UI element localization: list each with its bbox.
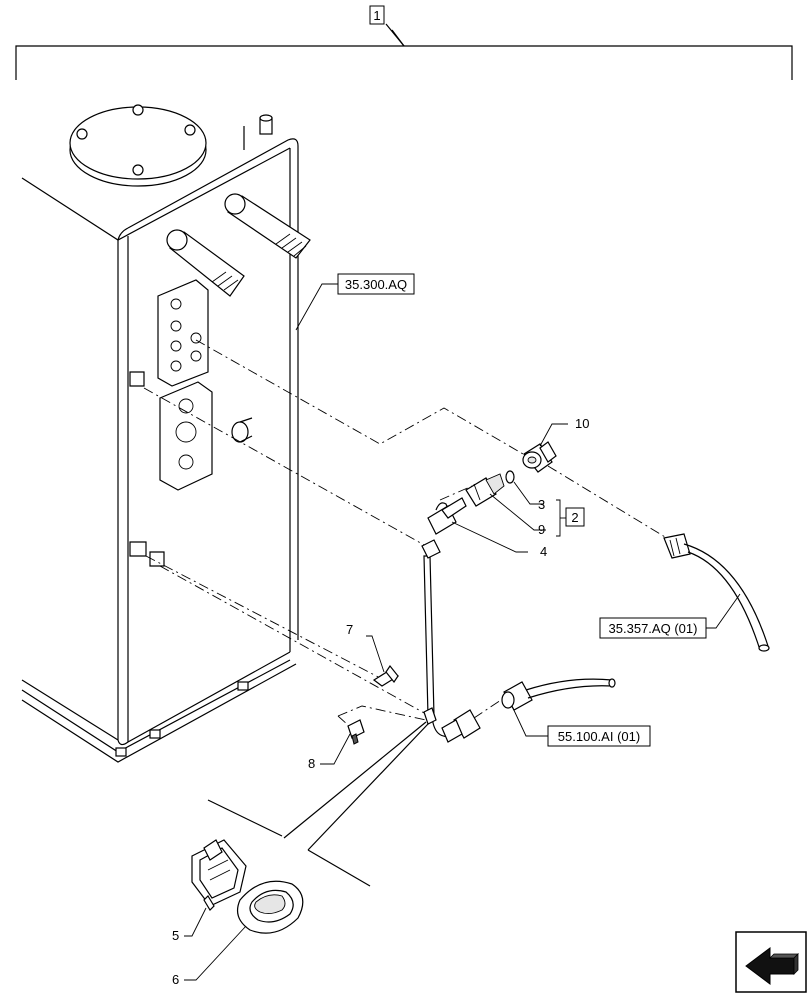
mounting-screw [347, 719, 365, 745]
callout-leaders [184, 283, 741, 981]
pressure-switch [465, 473, 505, 507]
assembly-label-box[interactable]: 1 [369, 5, 385, 25]
callout-4: 4 [540, 544, 547, 559]
assembly-bracket [15, 23, 793, 80]
mounting-bracket [372, 664, 400, 687]
o-ring [505, 470, 515, 484]
wiring-harness [421, 497, 481, 743]
hose-end [663, 533, 770, 652]
callout-5: 5 [172, 928, 179, 943]
detail-leaders [207, 721, 429, 887]
ref-connector-text: 55.100.AI (01) [558, 729, 640, 744]
callout-6: 6 [172, 972, 179, 987]
callout-7: 7 [346, 622, 353, 637]
valve-block-lower [159, 381, 213, 491]
ref-tank-link[interactable]: 35.300.AQ [337, 273, 415, 295]
tee-fitting [522, 441, 557, 473]
nav-arrow-icon[interactable] [735, 931, 807, 993]
hydraulic-tank [21, 104, 311, 763]
assembly-label: 1 [373, 8, 380, 23]
side-port [231, 417, 253, 443]
callout-8: 8 [308, 756, 315, 771]
kit-label: 2 [571, 510, 578, 525]
callout-3: 3 [538, 497, 545, 512]
install-lines [143, 339, 671, 735]
valve-block-upper [157, 279, 209, 387]
ref-hose-text: 35.357.AQ (01) [609, 621, 698, 636]
callout-10: 10 [575, 416, 589, 431]
ref-hose-link[interactable]: 35.357.AQ (01) [599, 617, 707, 639]
return-pipe-lower [166, 229, 245, 297]
harness-clip [191, 839, 247, 911]
kit-label-box[interactable]: 2 [565, 507, 585, 527]
grommet [237, 880, 304, 934]
ref-connector-link[interactable]: 55.100.AI (01) [547, 725, 651, 747]
mating-connector [501, 678, 616, 711]
callout-9: 9 [538, 522, 545, 537]
ref-tank-text: 35.300.AQ [345, 277, 407, 292]
return-pipe-upper [224, 193, 311, 259]
